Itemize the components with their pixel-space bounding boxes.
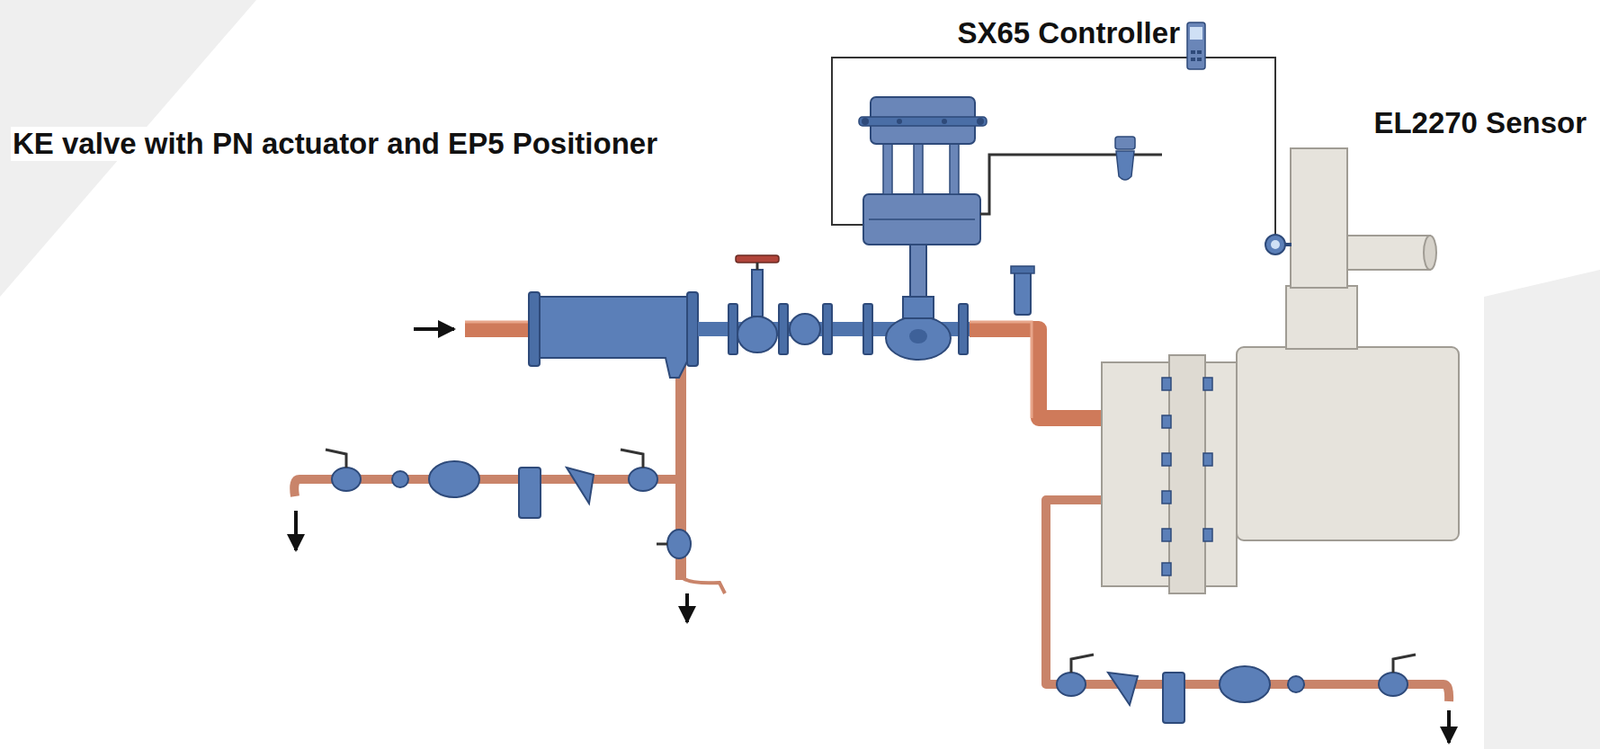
controller-label: SX65 Controller: [955, 16, 1182, 51]
sensor-label: EL2270 Sensor: [1371, 106, 1589, 141]
valve-label: KE valve with PN actuator and EP5 Positi…: [10, 126, 660, 161]
